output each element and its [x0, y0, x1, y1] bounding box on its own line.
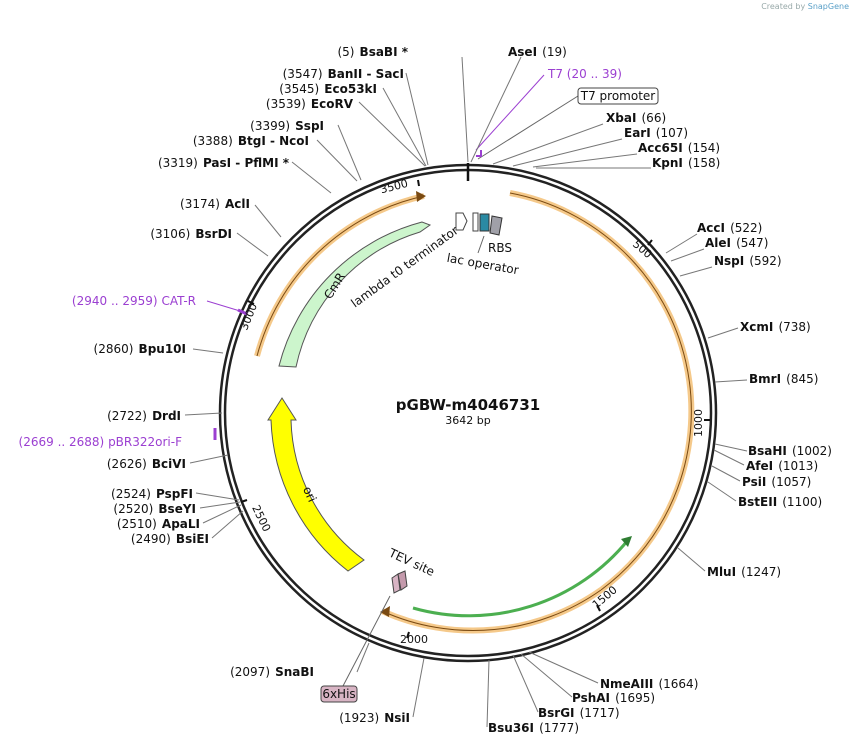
green-arc: [412, 539, 630, 618]
site-labels: (5) BsaBI * AseI (19) XbaI (66) EarI (10…: [94, 41, 832, 736]
site-label: AccI (522): [697, 217, 762, 236]
orf-bottom-arrowhead: [380, 606, 390, 617]
orf-arc-bottom-line: [381, 589, 602, 632]
site-label: (2860) Bpu10I: [94, 338, 186, 357]
site-label: (3545) Eco53kI: [279, 78, 377, 97]
tick-2000: 2000: [400, 633, 428, 646]
ori-label: ori: [300, 484, 319, 504]
ori-feature[interactable]: [267, 397, 365, 572]
site-label: (2722) DrdI: [107, 405, 181, 424]
site-label: KpnI (158): [652, 152, 720, 171]
lac-operator-feature[interactable]: [479, 213, 490, 232]
site-label: (3319) PasI - PflMI *: [158, 152, 290, 171]
site-label: (2510) ApaLI: [117, 513, 200, 532]
site-label: NspI (592): [714, 250, 782, 269]
t7-primer-mark: [476, 150, 482, 157]
plasmid-length: 3642 bp: [445, 414, 490, 427]
tev-feature-b[interactable]: [397, 570, 408, 591]
his-leader: [342, 595, 391, 687]
site-label: (3106) BsrDI: [150, 223, 232, 242]
primer-pbr322-label: (2669 .. 2688) pBR322ori-F: [19, 435, 183, 449]
orf-arc-bottom: [380, 587, 603, 634]
orf-left-arrowhead: [416, 191, 426, 202]
site-label: (3547) BanII - SacI: [283, 63, 404, 82]
tick-2500: 2500: [249, 503, 273, 534]
site-label: Bsu36I (1777): [488, 717, 579, 736]
site-label: XcmI (738): [740, 316, 811, 335]
site-label: PshAI (1695): [572, 687, 655, 706]
site-label: Acc65I (154): [638, 137, 720, 156]
site-label: (2520) BseYI: [113, 498, 196, 517]
site-label: (2490) BsiEI: [131, 528, 209, 547]
site-label: (5) BsaBI *: [337, 41, 408, 60]
site-label: XbaI (66): [606, 107, 666, 126]
site-label: (2626) BciVI: [107, 453, 186, 472]
site-label: PsiI (1057): [742, 471, 811, 490]
rbs-label: RBS: [488, 241, 512, 255]
tev-feature-a[interactable]: [391, 573, 401, 594]
site-label: BstEII (1100): [738, 491, 822, 510]
t7-promoter-leader: [477, 95, 579, 160]
t7-promoter-label: T7 promoter: [580, 89, 656, 103]
orf-arc-left-line: [256, 195, 425, 357]
site-label: AseI (19): [508, 41, 567, 60]
terminator-feature[interactable]: [472, 212, 479, 232]
credit: Created by SnapGene: [761, 2, 849, 11]
tick-marks: [240, 179, 710, 639]
site-label: AfeI (1013): [746, 455, 818, 474]
site-label: (3399) SspI: [250, 115, 324, 134]
tev-label: TEV site: [386, 545, 437, 579]
site-label: (3174) AclI: [180, 193, 250, 212]
site-label: MluI (1247): [707, 561, 781, 580]
site-label: EarI (107): [624, 122, 688, 141]
t7-promoter-feature[interactable]: [455, 212, 468, 231]
site-label: (2097) SnaBI: [230, 661, 314, 680]
primer-t7-label: T7 (20 .. 39): [547, 67, 622, 81]
t7-primer-leader: [475, 74, 545, 151]
cat-r-primer-leader: [206, 300, 241, 312]
tick-3000: 3000: [237, 301, 260, 332]
site-label: BsrGI (1717): [538, 702, 620, 721]
site-label: BmrI (845): [749, 368, 818, 387]
lac-leader: [477, 235, 485, 254]
site-label: (3388) BtgI - NcoI: [193, 130, 309, 149]
site-label: AleI (547): [705, 232, 768, 251]
orf-arc-right-line: [509, 192, 692, 591]
site-label: BsaHI (1002): [748, 440, 832, 459]
his-box: [320, 685, 358, 703]
cmr-feature[interactable]: [278, 221, 432, 368]
tick-1000: 1000: [692, 409, 705, 437]
his-label: 6xHis: [322, 687, 355, 701]
site-label: (3539) EcoRV: [266, 93, 354, 112]
t7-promoter-box: [577, 87, 659, 105]
site-label: (2524) PspFI: [111, 483, 193, 502]
primer-cat-r-label: (2940 .. 2959) CAT-R: [72, 294, 196, 308]
site-label: (1923) NsiI: [339, 707, 410, 726]
orf-arc-right: [509, 190, 695, 593]
rbs-feature[interactable]: [489, 215, 503, 236]
plasmid-name: pGBW-m4046731: [396, 396, 540, 414]
site-label: NmeAIII (1664): [600, 673, 698, 692]
site-leaders: [184, 56, 748, 728]
green-arc-arrowhead: [621, 536, 632, 547]
